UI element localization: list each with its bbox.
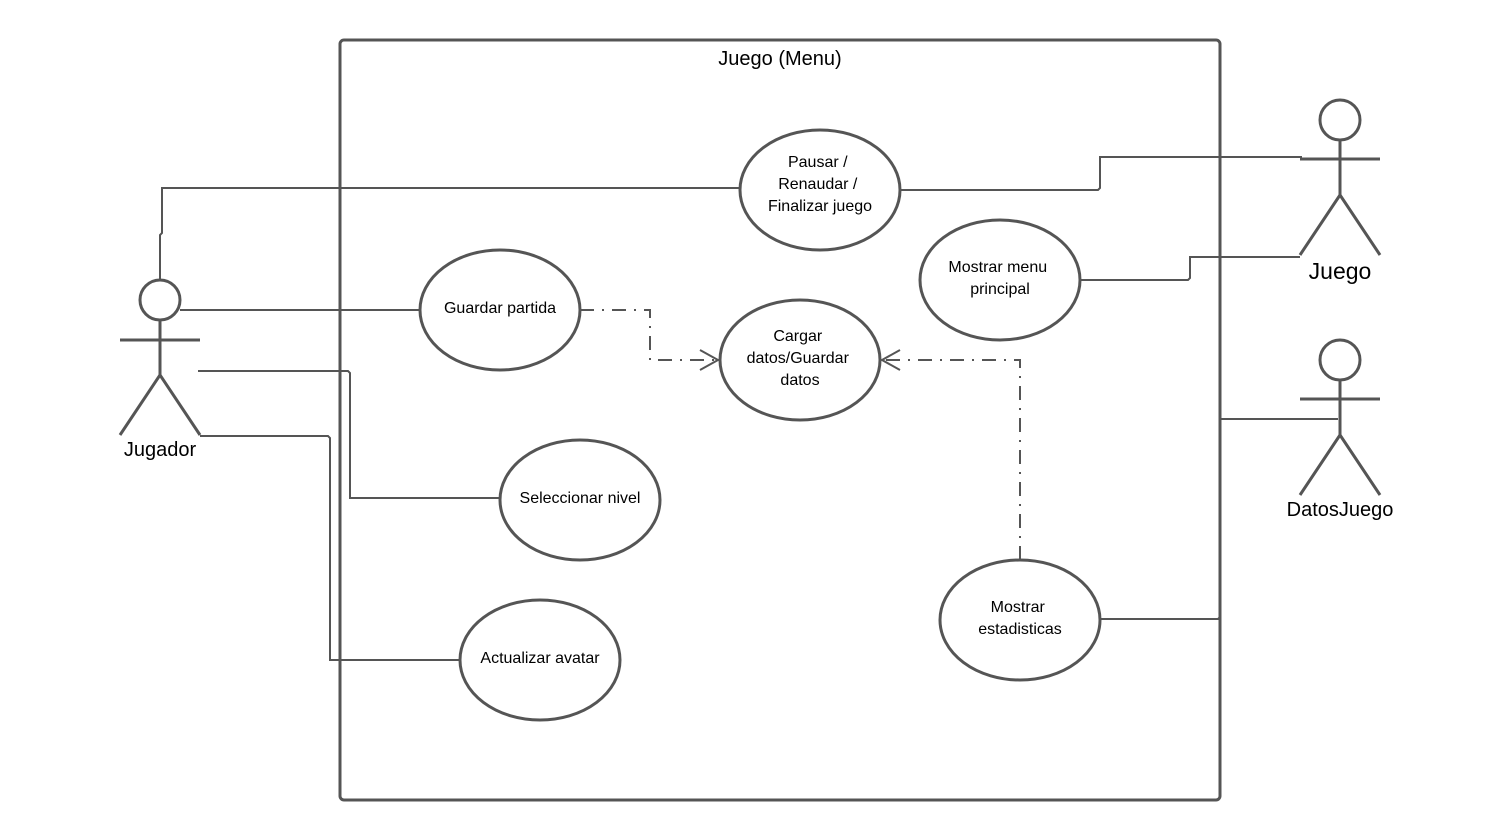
assoc-jugador-seleccionar — [198, 370, 500, 499]
assoc-juego-pausar — [900, 156, 1302, 191]
use-case-label: Finalizar juego — [768, 198, 872, 215]
actor-jugador[interactable]: Jugador — [118, 278, 202, 461]
use-case-ellipse — [738, 128, 902, 252]
actor-label: DatosJuego — [1287, 499, 1394, 521]
use-case-ellipse — [458, 598, 622, 722]
dependency-estadisticas-cargar — [884, 359, 1021, 560]
use-case-pausar[interactable]: Pausar / Renaudar / Finalizar juego — [738, 128, 902, 252]
stick-figure-icon — [1298, 98, 1382, 256]
assoc-jugador-avatar — [200, 435, 460, 661]
dependency-arrowhead-guardar — [699, 349, 721, 371]
use-case-ellipse — [498, 438, 662, 562]
actor-datos-juego[interactable]: DatosJuego — [1287, 338, 1394, 521]
actor-juego[interactable]: Juego — [1298, 98, 1382, 284]
use-case-mostrar-estadisticas[interactable]: Mostrar estadisticas — [938, 558, 1102, 682]
svg-text:Seleccionar nivel: Seleccionar nivel — [520, 490, 641, 507]
use-case-ellipse — [918, 218, 1082, 342]
use-case-seleccionar-nivel[interactable]: Seleccionar nivel — [498, 438, 662, 562]
use-case-label: principal — [970, 281, 1030, 298]
dependency-guardar-cargar — [580, 309, 716, 361]
use-case-ellipse — [718, 298, 882, 422]
stick-figure-icon — [1298, 338, 1382, 496]
use-case-ellipse — [418, 248, 582, 372]
svg-text:Mostrar menu principal: Mostrar menu principal — [948, 259, 1051, 298]
svg-text:Guardar partida: Guardar partida — [444, 300, 556, 317]
associations — [159, 156, 1338, 661]
svg-text:Mostrar estadisticas: Mostrar estadisticas — [978, 599, 1062, 638]
use-case-label: Guardar partida — [444, 300, 556, 317]
use-case-label: Pausar / — [788, 154, 848, 171]
system-title: Juego (Menu) — [718, 48, 841, 70]
svg-text:Cargar datos/Guardar: Cargar datos/Guardar datos — [747, 328, 854, 389]
use-case-ellipse — [938, 558, 1102, 682]
assoc-juego-menu — [1080, 256, 1300, 281]
assoc-datosjuego-estadisticas — [1100, 418, 1338, 620]
use-case-guardar-partida[interactable]: Guardar partida — [418, 248, 582, 372]
use-case-label: Renaudar / — [778, 176, 858, 193]
use-case-mostrar-menu[interactable]: Mostrar menu principal — [918, 218, 1082, 342]
svg-text:Pausar / Renaudar /: Pausar / Renaudar / Finalizar juego — [768, 154, 872, 215]
stick-figure-icon — [118, 278, 202, 436]
use-case-label: Mostrar menu — [948, 259, 1047, 276]
assoc-jugador-pausar — [159, 187, 740, 280]
use-case-label: datos/Guardar — [747, 350, 850, 367]
use-case-cargar-datos[interactable]: Cargar datos/Guardar datos — [718, 298, 882, 422]
use-case-actualizar-avatar[interactable]: Actualizar avatar — [458, 598, 622, 722]
svg-text:Actualizar avatar: Actualizar avatar — [480, 650, 600, 667]
actor-label: Juego — [1309, 258, 1372, 284]
use-case-label: datos — [780, 372, 819, 389]
use-case-label: Actualizar avatar — [480, 650, 600, 667]
use-case-label: Cargar — [773, 328, 823, 345]
dependencies — [580, 309, 1021, 560]
actor-label: Jugador — [124, 439, 197, 461]
use-case-label: estadisticas — [978, 621, 1062, 638]
dependency-arrowhead-estadisticas — [879, 349, 901, 371]
use-case-label: Seleccionar nivel — [520, 490, 641, 507]
use-case-label: Mostrar — [991, 599, 1046, 616]
